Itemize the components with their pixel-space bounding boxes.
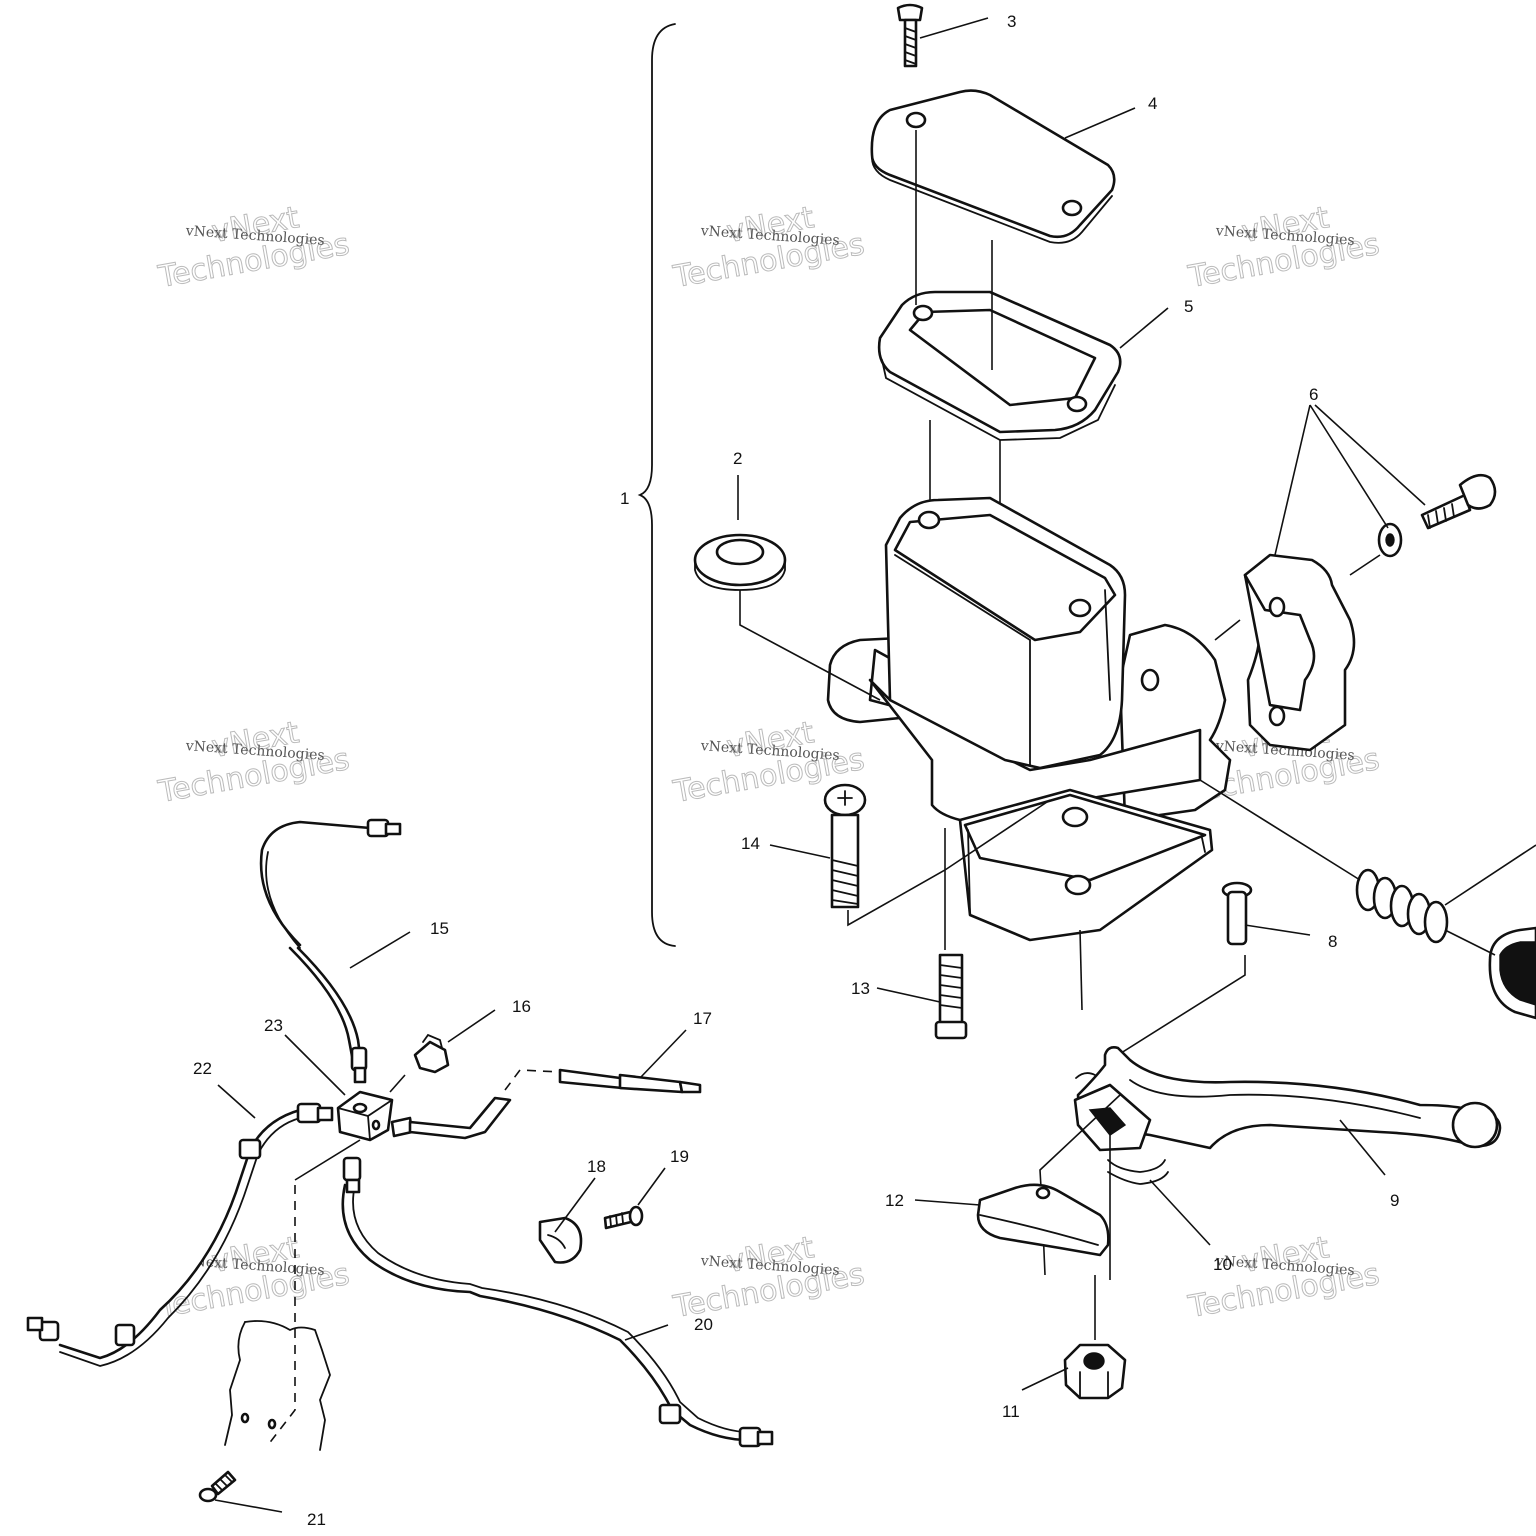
- brake-hose-upper: [259, 818, 402, 1084]
- callout-21: 21: [307, 1510, 326, 1529]
- callout-16: 16: [512, 997, 531, 1016]
- callout-10: 10: [1213, 1255, 1232, 1274]
- callout-14: 14: [741, 834, 760, 853]
- callout-4: 4: [1148, 94, 1157, 113]
- callout-20: 20: [694, 1315, 713, 1334]
- brake-hose-left: [26, 1102, 334, 1367]
- callout-3: 3: [1007, 12, 1016, 31]
- callout-1: 1: [620, 489, 629, 508]
- seal-ring: [693, 533, 787, 591]
- handlebar-clamp: [1243, 553, 1356, 752]
- callout-6: 6: [1309, 385, 1318, 404]
- frame-section: [224, 1320, 331, 1451]
- lever-pin: [1221, 881, 1253, 946]
- callout-13: 13: [851, 979, 870, 998]
- callout-9: 9: [1390, 1191, 1399, 1210]
- callout-23: 23: [264, 1016, 283, 1035]
- brake-junction-block: [336, 1090, 394, 1142]
- callout-18: 18: [587, 1157, 606, 1176]
- adjuster-block: [976, 1183, 1110, 1257]
- callout-22: 22: [193, 1059, 212, 1078]
- clamp-washer: [1377, 522, 1403, 558]
- callout-leaders: [214, 17, 1426, 1513]
- hose-clip: [538, 1216, 583, 1264]
- cover-screw: [896, 3, 924, 68]
- piston-spring: [1355, 868, 1449, 944]
- callout-17: 17: [693, 1009, 712, 1028]
- callout-15: 15: [430, 919, 449, 938]
- assembly-bracket: [637, 23, 676, 947]
- master-cylinder-body: [826, 496, 1232, 942]
- callout-5: 5: [1184, 297, 1193, 316]
- bleeder-valve: [413, 1033, 450, 1074]
- clamp-bolt: [1420, 473, 1497, 530]
- callout-2: 2: [733, 449, 742, 468]
- brake-line-fitting: [390, 1068, 702, 1140]
- brake-lever: [1073, 1046, 1502, 1152]
- pivot-nut: [1063, 1343, 1127, 1400]
- adjusting-screw: [934, 953, 968, 1040]
- frame-screw: [198, 1470, 237, 1503]
- reservoir-diaphragm: [877, 290, 1122, 441]
- lever-pivot-bolt: [823, 783, 867, 909]
- callout-11: 11: [1002, 1402, 1020, 1421]
- piston-assembly: [1488, 926, 1536, 1020]
- brake-hose-right: [341, 1156, 774, 1448]
- callout-numbers: 1 2 3 4 5 6 8 9 10 11 12 13 14 15 16 17 …: [193, 12, 1399, 1529]
- clip-screw: [603, 1205, 644, 1230]
- reservoir-cover: [870, 89, 1116, 244]
- callout-12: 12: [885, 1191, 904, 1210]
- lever-spring: [1107, 1159, 1169, 1185]
- callout-8: 8: [1328, 932, 1337, 951]
- callout-19: 19: [670, 1147, 689, 1166]
